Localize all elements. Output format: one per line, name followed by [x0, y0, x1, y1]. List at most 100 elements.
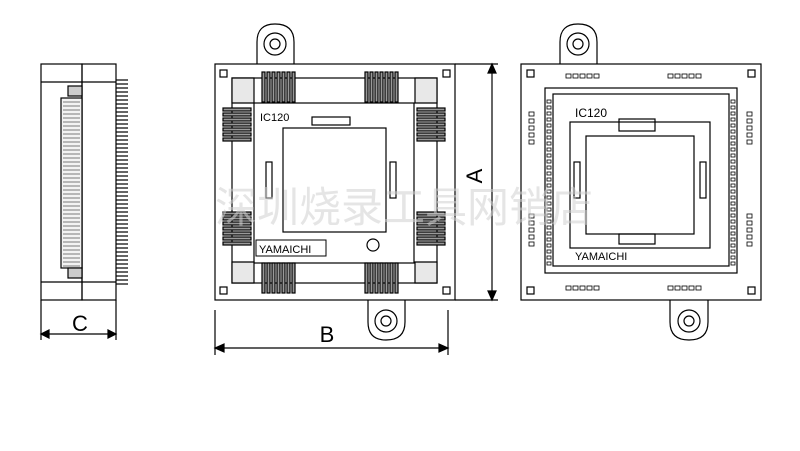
contact-pad — [546, 183, 552, 188]
front-view-pin1-marker — [366, 238, 380, 252]
contact-pad — [730, 99, 736, 104]
contact-pad — [746, 220, 753, 226]
contact-pin — [374, 262, 379, 294]
contact-pad — [730, 249, 736, 254]
contact-pad — [667, 73, 674, 79]
contact-pad — [572, 285, 579, 291]
contact-pin — [222, 231, 252, 236]
contact-pad — [565, 285, 572, 291]
contact-pin — [222, 226, 252, 231]
contact-pad — [730, 243, 736, 248]
contact-pin — [379, 262, 384, 294]
contact-pad — [593, 73, 600, 79]
contact-pad — [730, 117, 736, 122]
top-view-top-ear — [559, 23, 598, 64]
contact-pad — [730, 159, 736, 164]
contact-pad — [681, 73, 688, 79]
contact-pad — [730, 111, 736, 116]
contact-pad — [674, 73, 681, 79]
contact-pad — [572, 73, 579, 79]
top-view-model-label: IC120 — [575, 106, 607, 120]
contact-pin — [416, 226, 446, 231]
contact-pad — [695, 73, 702, 79]
contact-pad — [730, 123, 736, 128]
contact-pad — [546, 99, 552, 104]
contact-pin — [266, 262, 271, 294]
contact-pad — [674, 285, 681, 291]
contact-pin — [384, 71, 389, 103]
contact-pin — [222, 241, 252, 246]
contact-pad — [546, 201, 552, 206]
contact-pin — [379, 71, 384, 103]
contact-pad — [528, 220, 535, 226]
contact-pad — [528, 241, 535, 247]
contact-pin — [222, 107, 252, 112]
dimension-c — [39, 300, 118, 340]
contact-pad — [546, 165, 552, 170]
contact-pad — [546, 219, 552, 224]
dimension-c-label: C — [72, 311, 88, 336]
top-view-brand-label: YAMAICHI — [575, 251, 627, 263]
contact-pad — [730, 177, 736, 182]
contact-pad — [546, 129, 552, 134]
contact-pad — [730, 207, 736, 212]
contact-pad — [546, 261, 552, 266]
top-view-bottom-ear — [669, 300, 709, 341]
contact-pin — [222, 112, 252, 117]
contact-pad — [546, 243, 552, 248]
contact-pin — [416, 211, 446, 216]
contact-pad — [565, 73, 572, 79]
contact-pin — [416, 221, 446, 226]
contact-pad — [528, 111, 535, 117]
contact-pin — [286, 71, 291, 103]
contact-pad — [546, 147, 552, 152]
contact-pin — [416, 241, 446, 246]
contact-pin — [374, 71, 379, 103]
top-view-lid — [569, 121, 711, 249]
contact-pad — [730, 129, 736, 134]
contact-pin — [416, 137, 446, 142]
contact-pin — [276, 262, 281, 294]
side-view-contact-block — [60, 97, 83, 269]
front-view-bottom-ear — [367, 300, 406, 341]
contact-pin — [222, 127, 252, 132]
top-view — [520, 23, 762, 341]
contact-pad — [730, 219, 736, 224]
contact-pad — [546, 177, 552, 182]
contact-pad — [695, 285, 702, 291]
contact-pin — [369, 71, 374, 103]
contact-pad — [586, 73, 593, 79]
top-view-body — [520, 63, 762, 301]
contact-pin — [286, 262, 291, 294]
contact-pad — [688, 73, 695, 79]
side-view — [40, 63, 128, 301]
contact-pad — [546, 159, 552, 164]
contact-pin — [222, 216, 252, 221]
contact-pin — [416, 112, 446, 117]
contact-pad — [546, 195, 552, 200]
contact-pin — [261, 71, 266, 103]
contact-pad — [688, 285, 695, 291]
contact-pad — [746, 213, 753, 219]
front-view-contacts — [222, 71, 446, 294]
contact-pin — [364, 262, 369, 294]
contact-pin — [222, 117, 252, 122]
dimension-a — [455, 62, 498, 302]
contact-pad — [546, 117, 552, 122]
contact-pad — [546, 255, 552, 260]
contact-pad — [579, 285, 586, 291]
contact-pad — [528, 125, 535, 131]
contact-pad — [730, 171, 736, 176]
contact-pin — [416, 117, 446, 122]
contact-pad — [746, 241, 753, 247]
contact-pin — [416, 236, 446, 241]
contact-pad — [730, 165, 736, 170]
contact-pad — [730, 225, 736, 230]
contact-pad — [546, 225, 552, 230]
contact-pin — [394, 262, 399, 294]
contact-pad — [730, 261, 736, 266]
contact-pad — [730, 105, 736, 110]
contact-pad — [593, 285, 600, 291]
contact-pin — [281, 71, 286, 103]
front-view-chip-pocket — [282, 127, 387, 233]
